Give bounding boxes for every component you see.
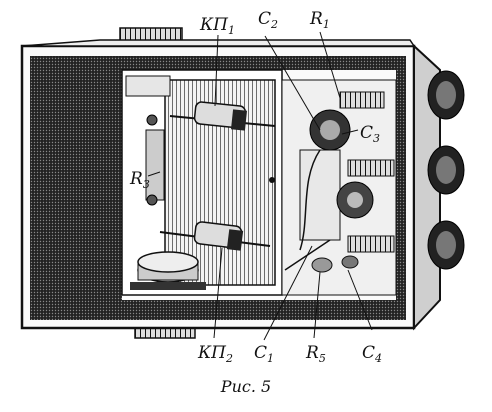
side-knobs [427, 70, 465, 270]
label-c4: C4 [362, 343, 382, 365]
leader-lines [147, 31, 373, 341]
figure-caption: Рис. 5 [220, 377, 271, 396]
label-r1: R1 [309, 9, 330, 31]
label-kp1: КП1 [199, 15, 235, 37]
label-r5: R5 [305, 343, 326, 365]
contact-strip [125, 75, 171, 206]
label-c3: C3 [360, 123, 380, 145]
label-kp2: КП2 [197, 343, 233, 365]
label-c2: C2 [258, 9, 278, 31]
component-area [269, 79, 397, 296]
label-c1: C1 [254, 343, 274, 365]
lower-resistor [159, 221, 271, 251]
socket [130, 251, 206, 290]
upper-resistor [169, 101, 276, 131]
label-r3: R3 [129, 169, 150, 191]
